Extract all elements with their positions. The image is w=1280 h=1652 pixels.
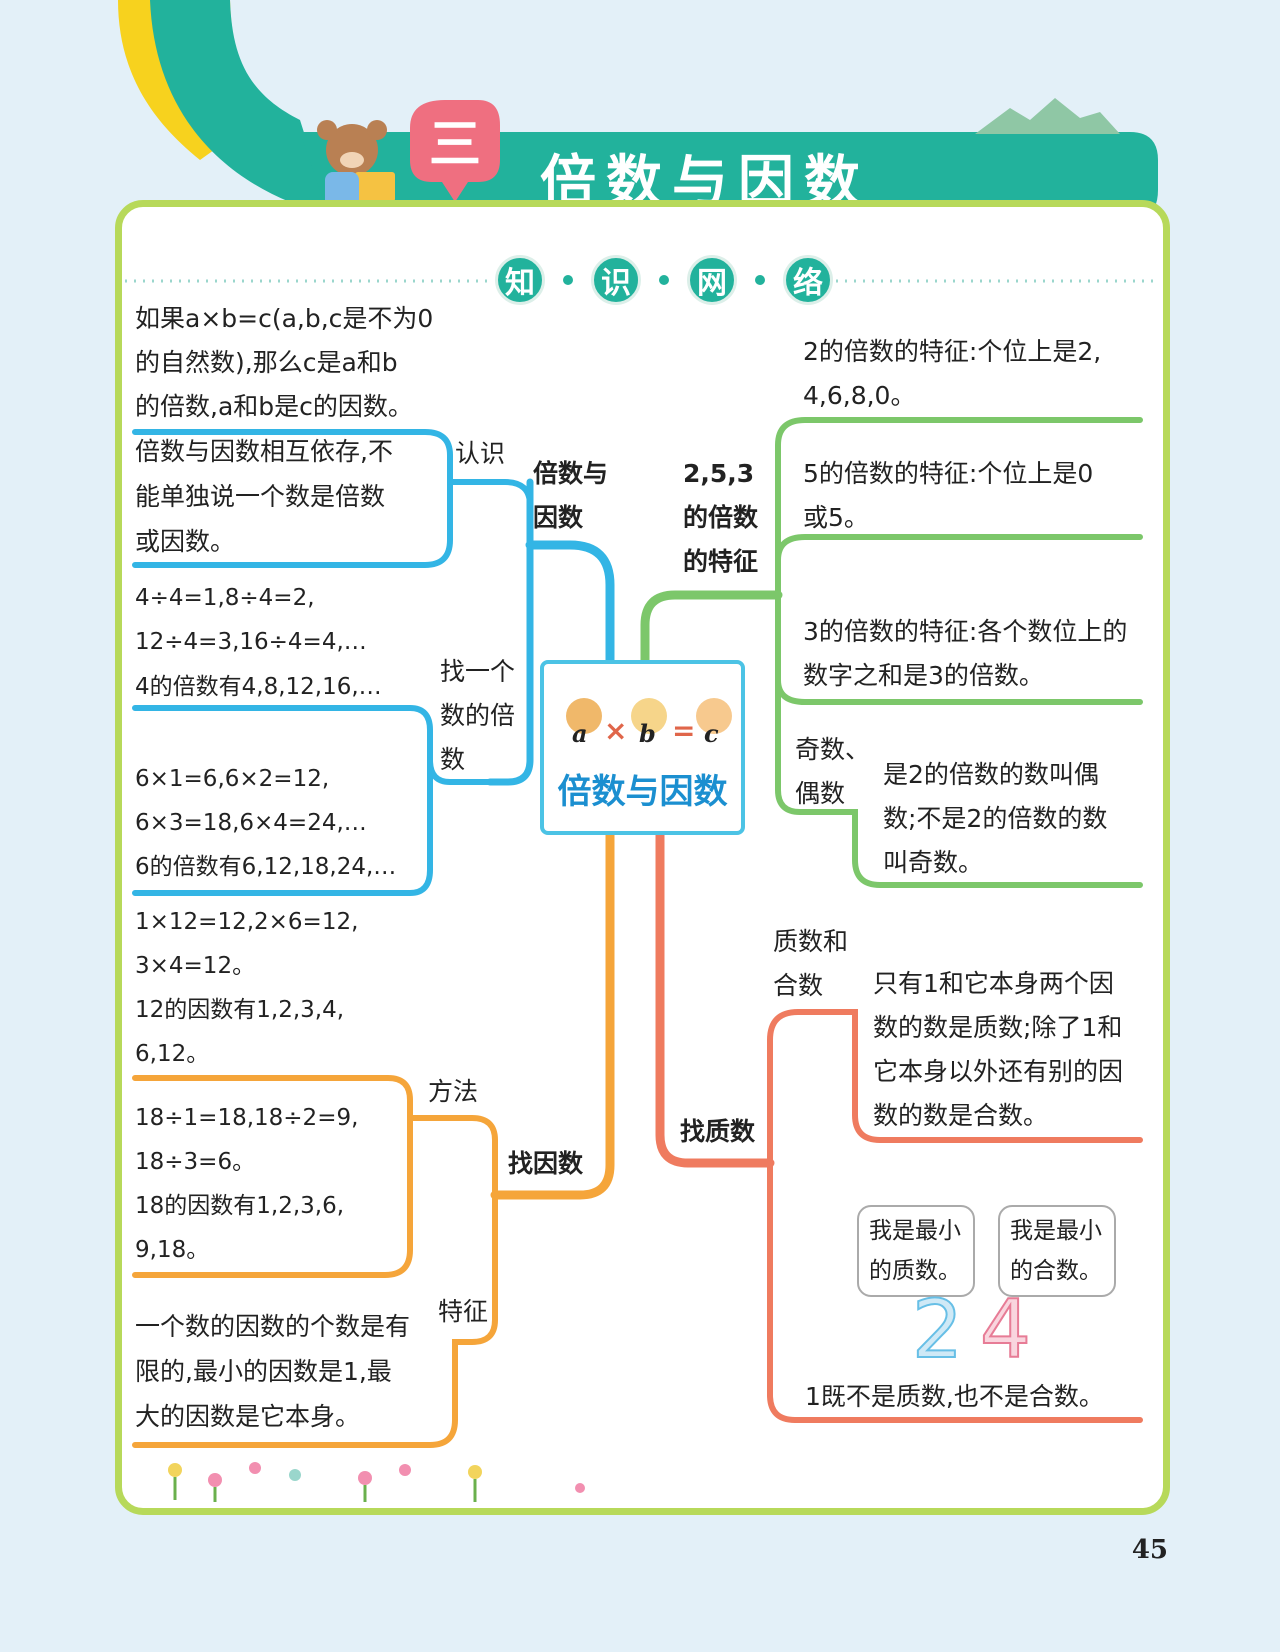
prime-composite-text: 只有1和它本身两个因 [873,962,1114,1006]
formula-b: b [639,719,656,748]
feature-label: 特征 [438,1290,488,1334]
center-title: 倍数与因数 [544,764,741,813]
formula-c: c [704,719,719,748]
definition-line: 的自然数),那么c是a和b [135,341,398,385]
rule-2: 2的倍数的特征:个位上是2, [803,330,1101,374]
feature-text: 大的因数是它本身。 [135,1395,360,1439]
digit-four-character: 4 [980,1290,1031,1370]
flower-icon [249,1462,261,1474]
rule-2: 4,6,8,0。 [803,374,915,418]
multiple-example-4: 4÷4=1,8÷4=2, [135,576,315,620]
recognize-text: 倍数与因数相互依存,不 [135,430,393,474]
flower-icon [168,1463,182,1477]
orange-trunk [495,835,610,1195]
multiple-example-6: 6×3=18,6×4=24,… [135,801,367,845]
definition-line: 的倍数,a和b是c的因数。 [135,385,413,429]
factor-example-18: 18÷1=18,18÷2=9, [135,1096,358,1140]
factor-example-18: 18÷3=6。 [135,1140,255,1184]
factor-example-18: 9,18。 [135,1228,209,1272]
formula-times: × [604,714,627,747]
prime-composite-label: 合数 [773,964,823,1008]
green-trunk [645,595,778,660]
branch-label-235: 的倍数 [683,496,758,540]
recognize-label: 认识 [455,432,505,476]
find-multiple-label: 找一个 [440,650,515,694]
factor-example-12: 3×4=12。 [135,944,255,988]
find-multiple-label: 数的倍 [440,694,515,738]
multiple-example-6: 6的倍数有6,12,18,24,… [135,845,396,889]
branch-label-multiple-factor: 因数 [533,496,583,540]
flower-icon [575,1483,585,1493]
bubble-line: 我是最小 [869,1211,963,1251]
branch-label-find-prime: 找质数 [680,1110,755,1154]
definition-line: 如果a×b=c(a,b,c是不为0 [135,297,433,341]
prime-composite-text: 数的数是质数;除了1和 [873,1006,1122,1050]
factor-example-12: 12的因数有1,2,3,4, [135,988,344,1032]
prime-composite-label: 质数和 [773,920,848,964]
recognize-text: 或因数。 [135,520,235,564]
rule-3: 3的倍数的特征:各个数位上的 [803,610,1127,654]
prime-composite-text: 它本身以外还有别的因 [873,1050,1123,1094]
rule-5: 5的倍数的特征:个位上是0 [803,452,1093,496]
recognize-text: 能单独说一个数是倍数 [135,475,385,519]
green-rule5 [778,537,1140,595]
one-note: 1既不是质数,也不是合数。 [805,1375,1104,1419]
feature-text: 限的,最小的因数是1,最 [135,1350,392,1394]
rule-5: 或5。 [803,496,869,540]
center-node: a × b = c 倍数与因数 [540,660,745,835]
flower-icon [399,1464,411,1476]
flower-icon [358,1471,372,1485]
page-number: 45 [1132,1535,1168,1565]
find-multiple-label: 数 [440,738,465,782]
method-label: 方法 [428,1070,478,1114]
flower-icon [289,1469,301,1481]
branch-label-235: 的特征 [683,540,758,584]
multiple-example-4: 12÷4=3,16÷4=4,… [135,620,367,664]
odd-even-label: 偶数 [795,772,845,816]
flower-icon [468,1465,482,1479]
odd-even-label: 奇数、 [795,728,870,772]
feature-text: 一个数的因数的个数是有 [135,1305,410,1349]
odd-even-text: 叫奇数。 [883,841,983,885]
multiple-example-4: 4的倍数有4,8,12,16,… [135,665,382,709]
factor-example-18: 18的因数有1,2,3,6, [135,1184,344,1228]
prime-composite-text: 数的数是合数。 [873,1094,1048,1138]
rule-3: 数字之和是3的倍数。 [803,654,1044,698]
factor-example-12: 6,12。 [135,1032,209,1076]
factor-example-12: 1×12=12,2×6=12, [135,900,358,944]
branch-label-find-factor: 找因数 [508,1142,583,1186]
formula-eq: = [672,714,695,747]
digit-two-character: 2 [912,1290,963,1370]
flowers-decoration [155,1450,655,1510]
odd-even-text: 是2的倍数的数叫偶 [883,753,1099,797]
multiple-example-6: 6×1=6,6×2=12, [135,757,329,801]
odd-even-text: 数;不是2的倍数的数 [883,797,1107,841]
branch-label-multiple-factor: 倍数与 [533,452,608,496]
bubble-line: 我是最小 [1010,1211,1104,1251]
blue-trunk [530,545,610,660]
formula-a: a [572,719,588,748]
branch-label-235: 2,5,3 [683,452,754,496]
flower-icon [208,1473,222,1487]
